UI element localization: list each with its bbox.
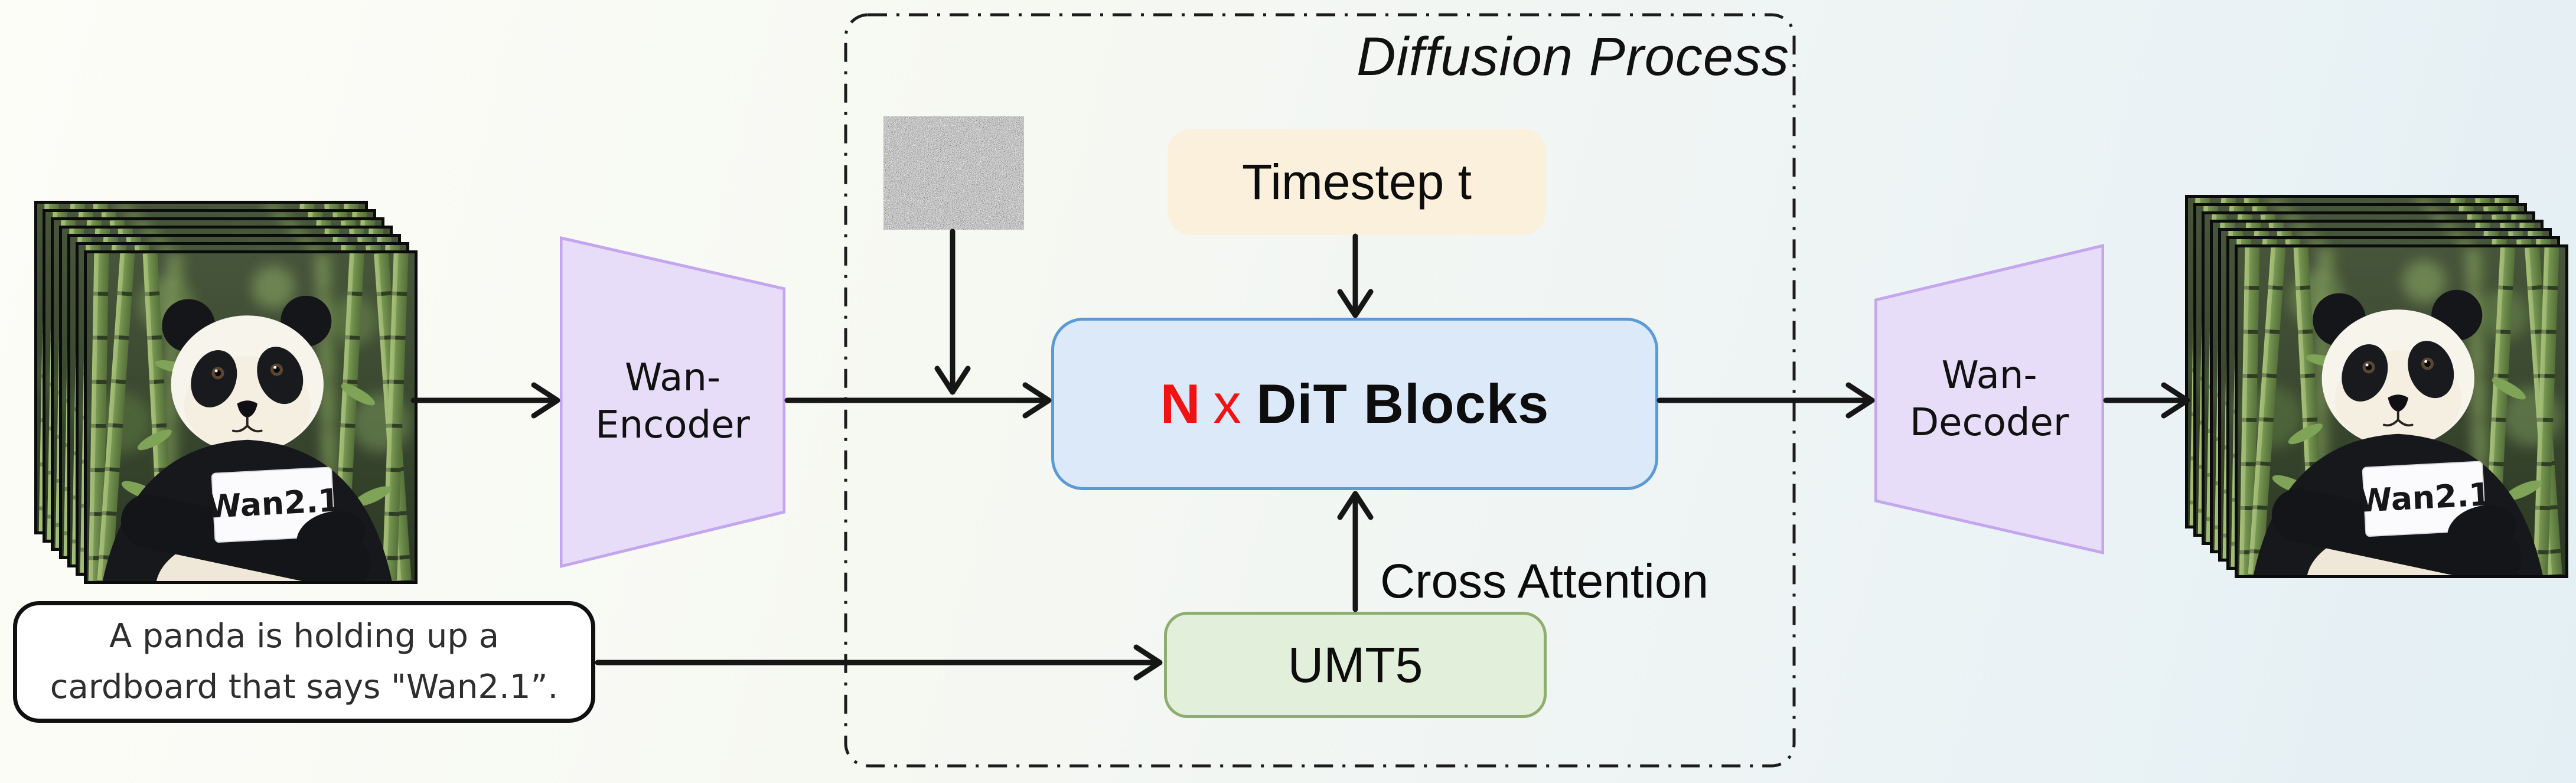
encoder-label-line2: Encoder [595, 403, 750, 447]
output-video-stack [2185, 195, 2568, 578]
decoder-label-line2: Decoder [1909, 400, 2069, 445]
arrow-frames-to-encoder [410, 382, 560, 419]
arrow-decoder-to-frames [2103, 382, 2190, 419]
wan-decoder-shape: Wan- Decoder [1874, 241, 2105, 557]
umt5-box: UMT5 [1164, 612, 1547, 718]
prompt-line2: cardboard that says "Wan2.1”. [50, 668, 559, 706]
diffusion-process-title: Diffusion Process [1357, 27, 1789, 87]
prompt-box: A panda is holding up a cardboard that s… [13, 601, 595, 723]
dit-blocks-box: N x DiT Blocks [1051, 318, 1658, 490]
wan-decoder-label: Wan- Decoder [1874, 241, 2104, 557]
prompt-line1: A panda is holding up a [109, 617, 500, 655]
encoder-label-line1: Wan- [624, 356, 721, 400]
cross-attention-label: Cross Attention [1380, 554, 1709, 608]
noise-image [883, 116, 1024, 230]
wan-encoder-label: Wan- Encoder [560, 233, 785, 570]
video-frame-front [2235, 244, 2568, 578]
video-frame-front [84, 250, 418, 584]
timestep-box: Timestep t [1168, 129, 1546, 235]
diffusion-process-box [844, 13, 1796, 768]
dit-blocks-label: DiT Blocks [1256, 373, 1550, 435]
wan-encoder-shape: Wan- Encoder [559, 233, 786, 570]
input-video-stack [34, 201, 418, 584]
dit-times-symbol: x [1213, 373, 1241, 435]
umt5-label: UMT5 [1287, 637, 1423, 693]
dit-n-count: N [1160, 373, 1201, 435]
decoder-label-line1: Wan- [1941, 353, 2037, 397]
timestep-label: Timestep t [1242, 154, 1472, 210]
